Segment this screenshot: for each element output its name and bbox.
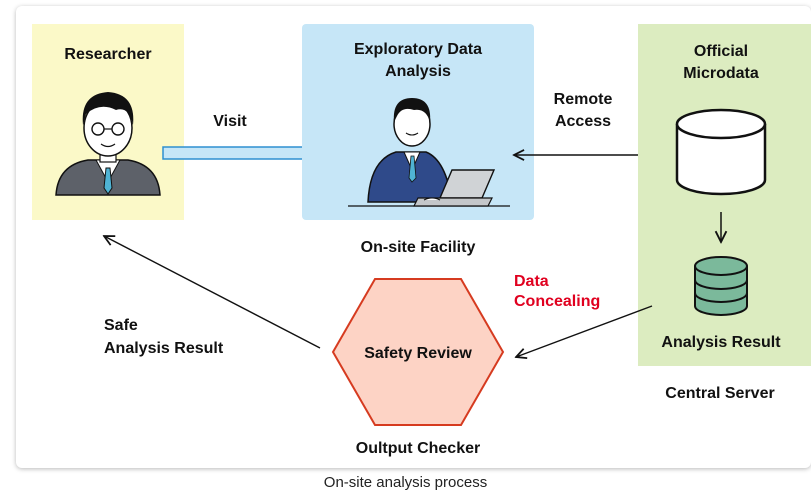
visit-label: Visit (213, 113, 247, 130)
safety-review-label: Safety Review (364, 345, 472, 362)
central-server-label: Central Server (665, 385, 774, 402)
microdata-database-icon (675, 108, 767, 196)
eda-title-line1: Exploratory Data (354, 41, 482, 58)
diagram-card: Researcher Visit Exploratory Data Analys… (16, 6, 811, 468)
analysis-result-database-icon (694, 256, 748, 316)
data-concealing-line1: Data (514, 273, 549, 290)
safety-review-hexagon (331, 278, 505, 426)
analysis-result-label: Analysis Result (661, 334, 781, 351)
remote-access-line2: Access (555, 113, 611, 130)
return-arrow (104, 236, 321, 349)
process-diagram: Researcher Visit Exploratory Data Analys… (32, 24, 811, 457)
visit-arrow (162, 141, 315, 165)
safe-result-line1: Safe (104, 317, 138, 334)
concealing-arrow (516, 305, 653, 357)
microdata-line2: Microdata (683, 65, 759, 82)
onsite-facility-label: On-site Facility (361, 239, 476, 256)
figure-caption: On-site analysis process (323, 474, 488, 491)
analyst-laptop-icon (348, 98, 510, 207)
researcher-label: Researcher (64, 46, 151, 63)
microdata-line1: Official (694, 43, 748, 60)
safe-result-line2: Analysis Result (104, 340, 224, 357)
eda-title-line2: Analysis (385, 63, 451, 80)
remote-access-line1: Remote (554, 91, 613, 108)
data-concealing-line2: Concealing (514, 293, 600, 310)
researcher-person-icon (55, 92, 161, 196)
output-checker-label: Oultput Checker (356, 440, 480, 457)
